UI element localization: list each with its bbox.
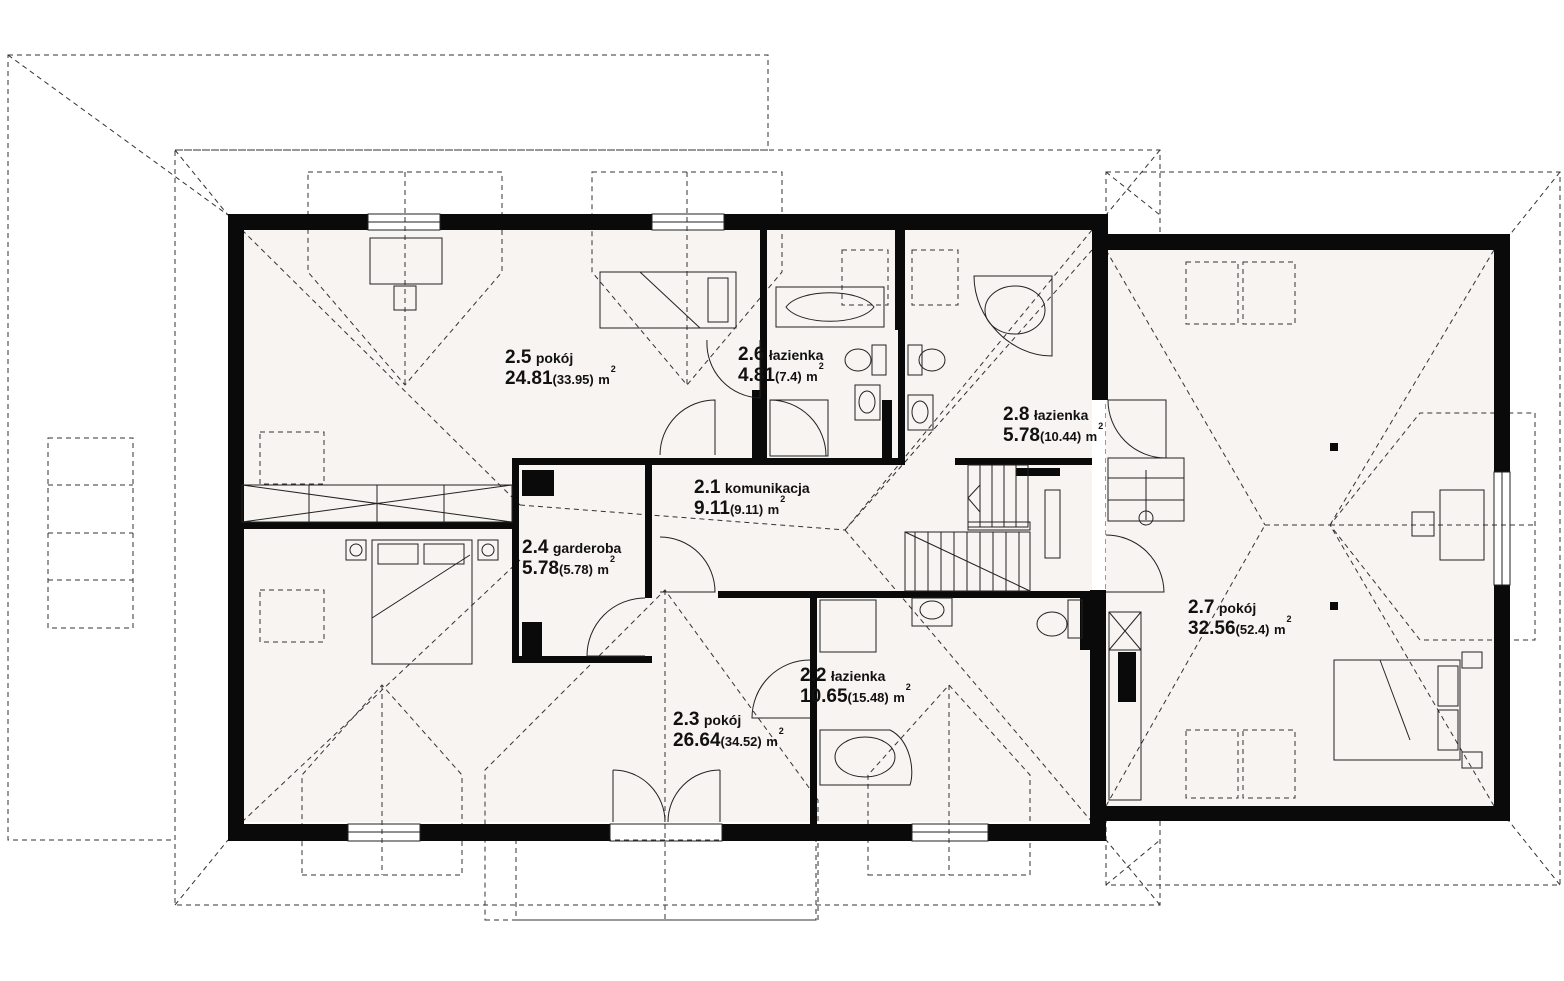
room-label-2-6: 2.6 łazienka 4.81(7.4) m2 — [738, 345, 824, 385]
room-name: pokój — [1218, 600, 1257, 616]
room-name: pokój — [703, 712, 742, 728]
room-number: 2.2 — [800, 665, 827, 686]
area-unit: m — [598, 372, 610, 387]
room-area: 4.81 — [738, 365, 775, 386]
area-exponent: 2 — [609, 554, 615, 564]
room-label-2-1: 2.1 komunikacja 9.11(9.11) m2 — [694, 478, 810, 518]
area-unit: m — [893, 690, 905, 705]
room-name: komunikacja — [724, 480, 810, 496]
area-unit: m — [597, 562, 609, 577]
room-area: 5.78 — [522, 558, 559, 579]
room-number: 2.6 — [738, 344, 765, 365]
room-total-area: (5.78) — [558, 562, 593, 577]
area-unit: m — [1085, 429, 1098, 444]
room-number: 2.1 — [694, 477, 721, 498]
room-area: 24.81 — [505, 368, 553, 389]
room-name: garderoba — [552, 540, 622, 556]
area-exponent: 2 — [905, 682, 911, 692]
room-total-area: (34.52) — [720, 734, 762, 749]
room-name: pokój — [535, 350, 574, 366]
area-unit: m — [1273, 622, 1286, 637]
staircase — [904, 457, 1185, 592]
room-number: 2.7 — [1188, 597, 1215, 618]
furniture — [345, 237, 1485, 786]
room-label-2-8: 2.8 łazienka 5.78(10.44) m2 — [1003, 405, 1103, 445]
room-number: 2.8 — [1003, 404, 1030, 425]
room-area: 32.56 — [1188, 618, 1236, 639]
room-number: 2.5 — [505, 347, 532, 368]
area-exponent: 2 — [778, 726, 784, 736]
room-area: 10.65 — [800, 686, 848, 707]
area-unit: m — [806, 369, 818, 384]
area-exponent: 2 — [1286, 614, 1292, 624]
room-total-area: (9.11) — [729, 502, 764, 517]
room-total-area: (7.4) — [774, 369, 802, 384]
room-label-2-4: 2.4 garderoba 5.78(5.78) m2 — [522, 538, 621, 578]
room-total-area: (10.44) — [1039, 429, 1082, 444]
room-total-area: (33.95) — [552, 372, 594, 387]
area-exponent: 2 — [780, 494, 786, 504]
roof-ridges — [241, 171, 1536, 921]
room-label-2-7: 2.7 pokój 32.56(52.4) m2 — [1188, 598, 1292, 638]
room-area: 5.78 — [1003, 425, 1040, 446]
area-unit: m — [766, 734, 778, 749]
room-label-2-5: 2.5 pokój 24.81(33.95) m2 — [505, 348, 616, 388]
room-total-area: (15.48) — [847, 690, 889, 705]
area-unit: m — [767, 502, 780, 517]
room-label-2-3: 2.3 pokój 26.64(34.52) m2 — [673, 710, 784, 750]
room-label-2-2: 2.2 łazienka 10.65(15.48) m2 — [800, 666, 911, 706]
beam-strip — [241, 484, 1142, 801]
area-exponent: 2 — [1098, 421, 1104, 431]
room-name: łazienka — [830, 668, 886, 684]
room-total-area: (52.4) — [1235, 622, 1270, 637]
room-number: 2.3 — [673, 709, 700, 730]
room-name: łazienka — [768, 347, 824, 363]
area-exponent: 2 — [818, 361, 824, 371]
room-area: 9.11 — [694, 498, 730, 519]
room-area: 26.64 — [673, 730, 721, 751]
room-number: 2.4 — [522, 537, 549, 558]
walls — [228, 214, 1510, 841]
room-name: łazienka — [1033, 407, 1089, 423]
windows — [347, 213, 1511, 842]
area-exponent: 2 — [610, 364, 616, 374]
